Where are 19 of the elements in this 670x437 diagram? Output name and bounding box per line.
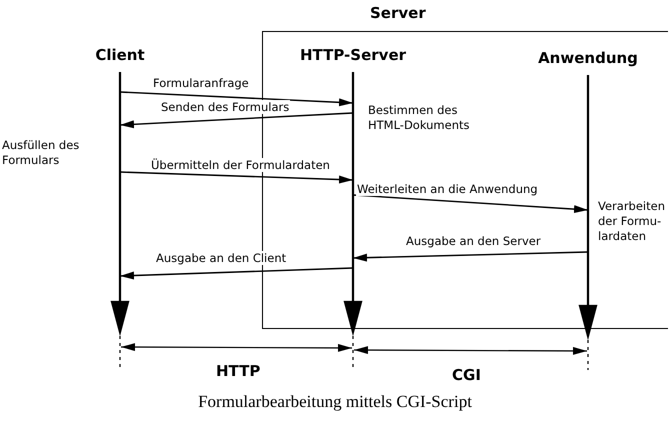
message-arrow — [120, 267, 354, 280]
message-arrow — [352, 194, 588, 214]
edge-label: Weiterleiten an die Anwendung — [356, 182, 539, 196]
participant-heading: HTTP-Server — [298, 46, 408, 64]
message-arrow — [120, 171, 354, 184]
caption: Formularbearbeitung mittels CGI-Script — [197, 392, 473, 412]
edge-label: Senden des Formulars — [160, 100, 290, 114]
message-arrow — [120, 112, 354, 128]
edge-label: Ausgabe an den Client — [155, 251, 288, 265]
edge-label: Ausgabe an den Server — [405, 234, 542, 248]
message-arrow — [120, 91, 354, 106]
group-title: Server — [370, 4, 426, 22]
message-arrow — [352, 251, 588, 262]
protocol-label: HTTP — [216, 362, 260, 380]
participant-heading: Client — [94, 46, 146, 64]
protocol-label: CGI — [452, 366, 481, 384]
edge-label: Formularanfrage — [152, 76, 250, 90]
edge-label: Übermitteln der Formulardaten — [150, 158, 331, 172]
participant-heading: Anwendung — [537, 49, 639, 67]
